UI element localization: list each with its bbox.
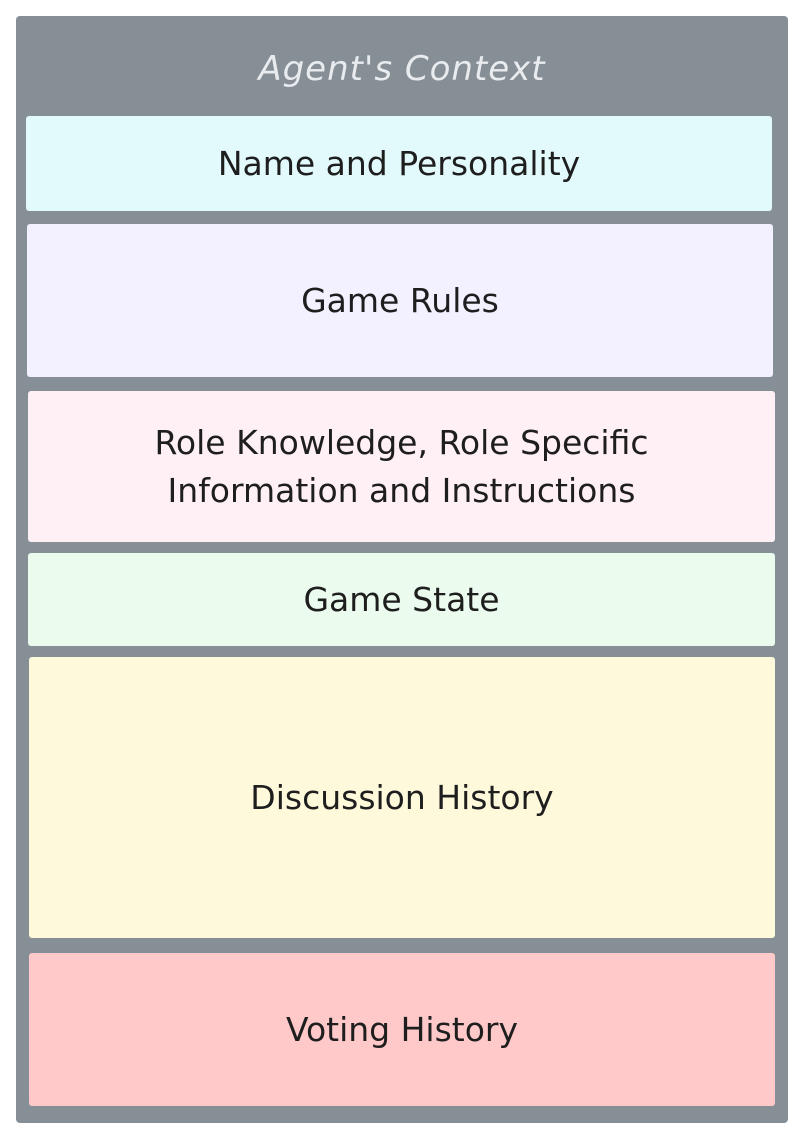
block-name-and-personality: Name and Personality (26, 116, 772, 211)
agent-context-container: Agent's Context Name and Personality Gam… (16, 16, 788, 1123)
block-game-state: Game State (28, 553, 775, 646)
block-voting-history: Voting History (29, 953, 775, 1106)
block-discussion-history: Discussion History (29, 657, 775, 938)
block-role-knowledge: Role Knowledge, Role Specific Informatio… (28, 391, 775, 542)
container-title: Agent's Context (258, 49, 546, 89)
block-game-rules: Game Rules (27, 224, 773, 377)
